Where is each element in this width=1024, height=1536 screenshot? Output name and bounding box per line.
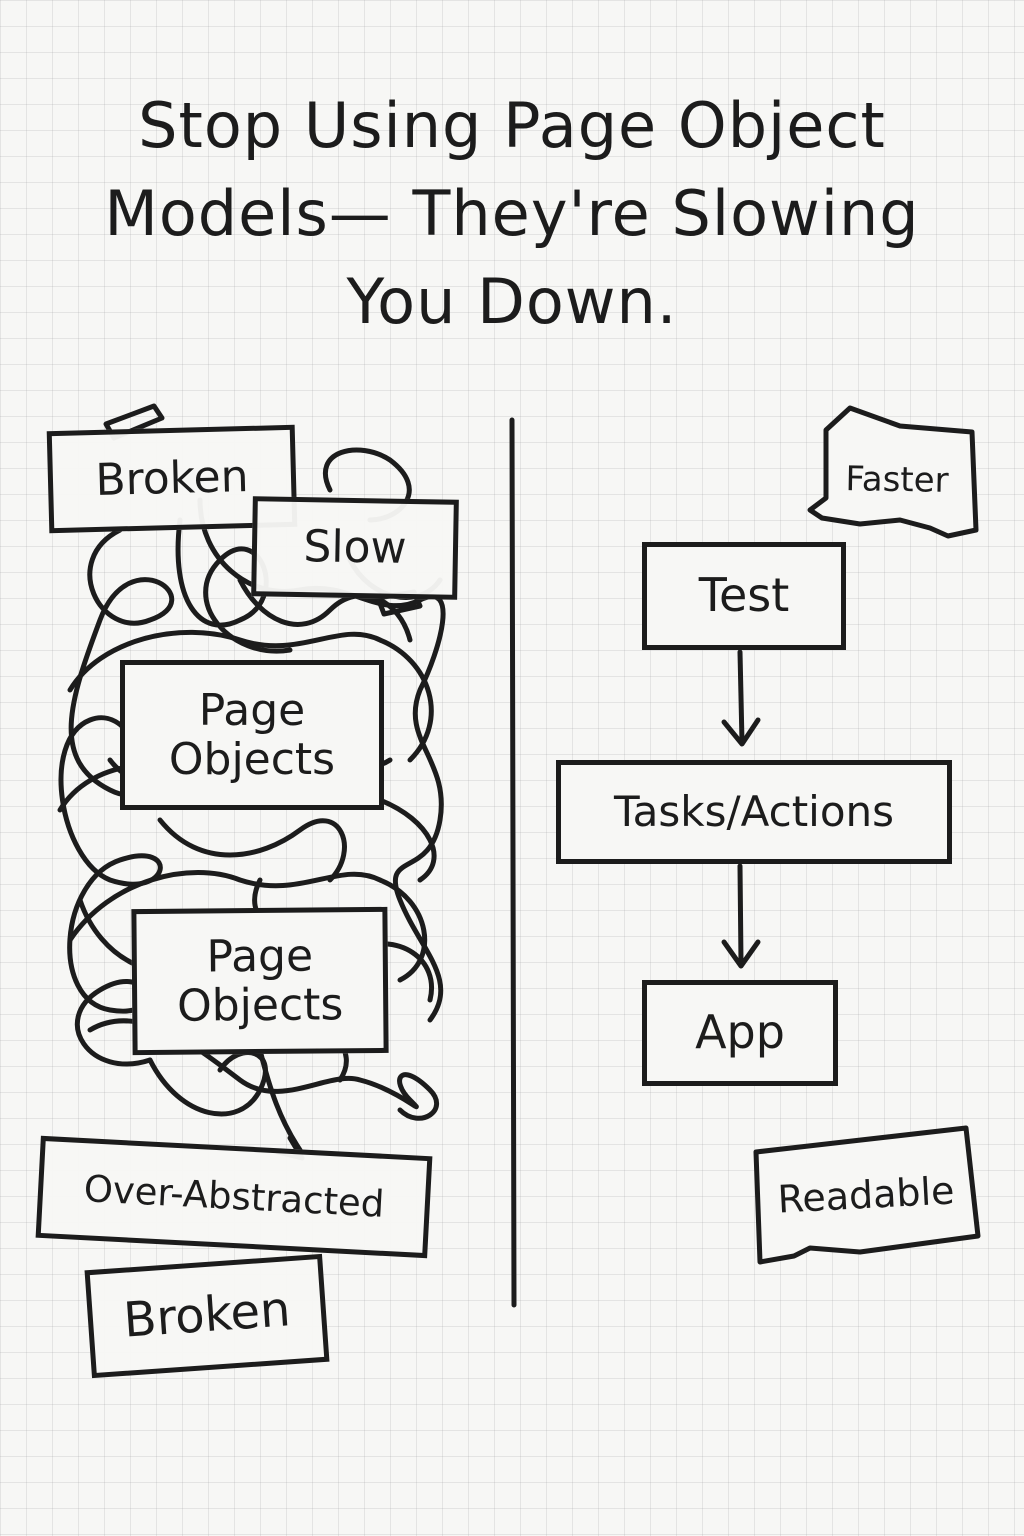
arrow-tasks-to-app-head bbox=[721, 939, 761, 969]
page-objects-box-1-line-2: Objects bbox=[168, 734, 336, 785]
arrow-test-to-tasks-head bbox=[721, 717, 761, 747]
page-objects-box-2-line-2: Objects bbox=[176, 979, 344, 1032]
title-line-1: Stop Using Page Object bbox=[138, 89, 886, 162]
arrow-tasks-to-app bbox=[737, 863, 744, 965]
label-over-abstracted: Over-Abstracted bbox=[35, 1135, 433, 1259]
note-readable-text: Readable bbox=[776, 1168, 956, 1222]
torn-note-readable bbox=[753, 1125, 981, 1265]
note-faster-text: Faster bbox=[845, 459, 949, 501]
page-objects-box-2-line-1: Page bbox=[206, 930, 314, 983]
page-objects-box-1-line-1: Page bbox=[198, 684, 306, 736]
panel-divider bbox=[509, 417, 517, 1308]
title-line-2: Models— They're Slowing bbox=[104, 177, 920, 250]
label-broken-bottom: Broken bbox=[84, 1253, 330, 1379]
flow-box-app: App bbox=[642, 980, 838, 1086]
flow-box-test: Test bbox=[642, 542, 846, 650]
page-title: Stop Using Page Object Models— They're S… bbox=[60, 82, 964, 346]
page-objects-box-2: Page Objects bbox=[131, 906, 389, 1056]
flow-box-test-label: Test bbox=[698, 568, 790, 623]
label-broken-bottom-text: Broken bbox=[121, 1281, 293, 1349]
label-over-abstracted-text: Over-Abstracted bbox=[82, 1167, 386, 1227]
flow-box-tasks-actions-label: Tasks/Actions bbox=[613, 787, 895, 837]
torn-note-faster bbox=[807, 405, 979, 539]
page-objects-box-1: Page Objects bbox=[120, 660, 384, 810]
title-line-3: You Down. bbox=[346, 265, 678, 338]
note-readable: Readable bbox=[757, 1135, 974, 1256]
note-faster: Faster bbox=[817, 429, 977, 532]
flow-box-app-label: App bbox=[695, 1005, 785, 1060]
arrow-test-to-tasks bbox=[737, 649, 745, 745]
flow-box-tasks-actions: Tasks/Actions bbox=[556, 760, 952, 864]
label-slow-text: Slow bbox=[303, 521, 407, 575]
label-broken-top-text: Broken bbox=[94, 451, 250, 507]
label-slow: Slow bbox=[251, 496, 459, 600]
